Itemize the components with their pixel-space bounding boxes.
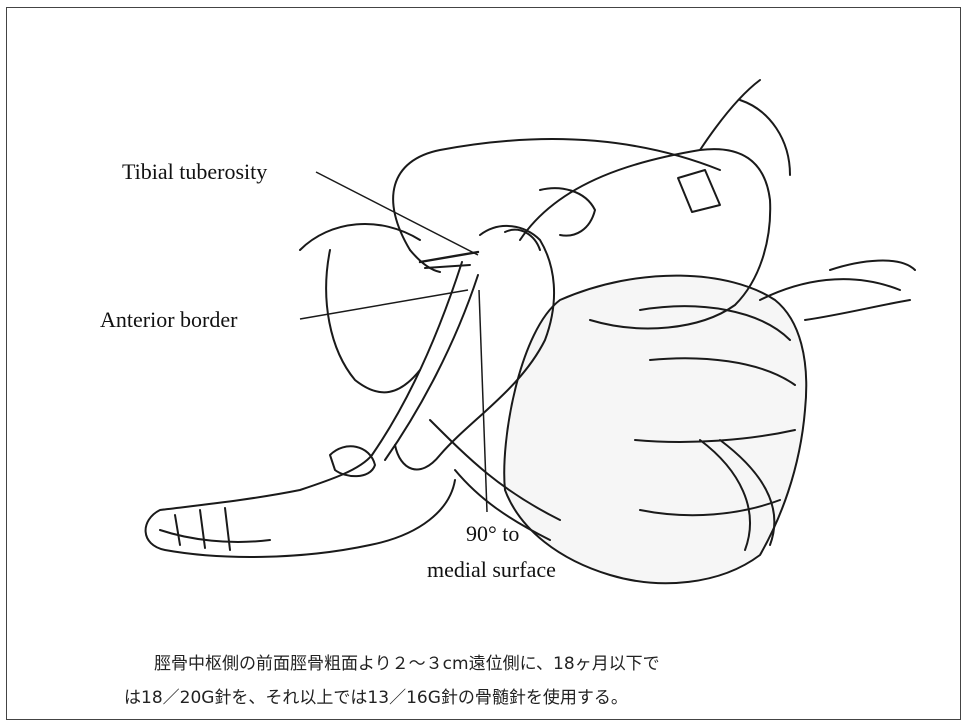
leader-tibial-tuberosity bbox=[316, 172, 478, 255]
caption-line-1: 脛骨中枢側の前面脛骨粗面より２〜３cm遠位側に、18ヶ月以下で bbox=[154, 656, 966, 673]
label-tibial-tuberosity: Tibial tuberosity bbox=[122, 161, 267, 183]
label-anterior-border: Anterior border bbox=[100, 309, 237, 331]
knee-roll-pillow bbox=[504, 276, 806, 584]
label-angle-line2: medial surface bbox=[427, 559, 556, 581]
drape-right bbox=[760, 279, 900, 300]
leader-90-degree bbox=[479, 290, 487, 512]
caption-line-2: は18／20G針を、それ以上では13／16G針の骨髄針を使用する。 bbox=[124, 690, 966, 707]
label-angle-line1: 90° to bbox=[466, 523, 519, 545]
io-needle bbox=[420, 252, 478, 262]
calf bbox=[326, 250, 420, 392]
foot bbox=[146, 455, 455, 557]
tape-strip bbox=[678, 170, 720, 212]
